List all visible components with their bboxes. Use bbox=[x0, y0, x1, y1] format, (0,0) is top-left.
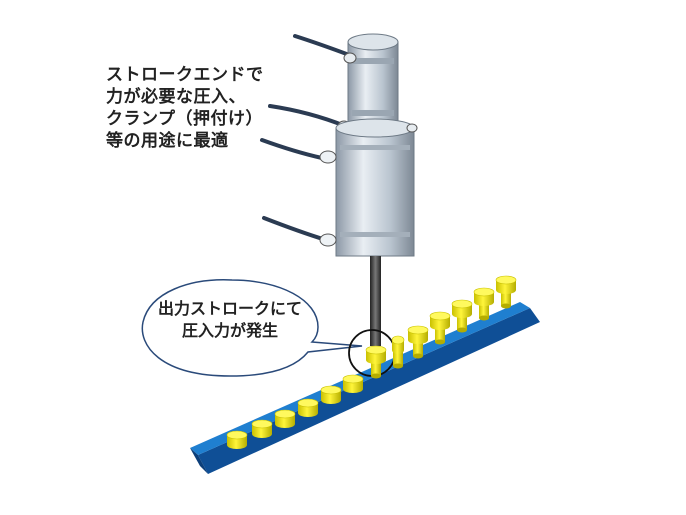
caption-line-2: 力が必要な圧入、 bbox=[106, 87, 246, 107]
pin bbox=[473, 287, 495, 321]
cylinder-body-lower bbox=[319, 118, 418, 257]
speech-bubble bbox=[141, 279, 363, 377]
pin bbox=[274, 409, 296, 428]
pin bbox=[495, 275, 517, 309]
pin bbox=[342, 374, 364, 393]
pin bbox=[391, 335, 405, 369]
pin bbox=[226, 430, 248, 449]
pin bbox=[407, 325, 429, 359]
callout-text: 出力ストロークにて 圧入力が発生 bbox=[150, 298, 310, 342]
caption-line-1: ストロークエンドで bbox=[106, 65, 264, 85]
piston-rod bbox=[370, 256, 381, 346]
pin bbox=[429, 311, 451, 345]
callout-line-2: 圧入力が発生 bbox=[181, 321, 278, 340]
pin bbox=[251, 419, 273, 438]
callout-line-1: 出力ストロークにて bbox=[157, 299, 302, 318]
press-fit-pins bbox=[226, 275, 517, 449]
pin bbox=[365, 345, 387, 379]
caption-line-3: クランプ（押付け） bbox=[106, 109, 263, 129]
caption: ストロークエンドで 力が必要な圧入、 クランプ（押付け） 等の用途に最適 bbox=[106, 64, 264, 152]
cylinder-body-upper bbox=[337, 33, 399, 133]
caption-line-4: 等の用途に最適 bbox=[106, 131, 229, 151]
pin bbox=[297, 398, 319, 417]
pin bbox=[320, 385, 342, 404]
pin bbox=[451, 299, 473, 333]
